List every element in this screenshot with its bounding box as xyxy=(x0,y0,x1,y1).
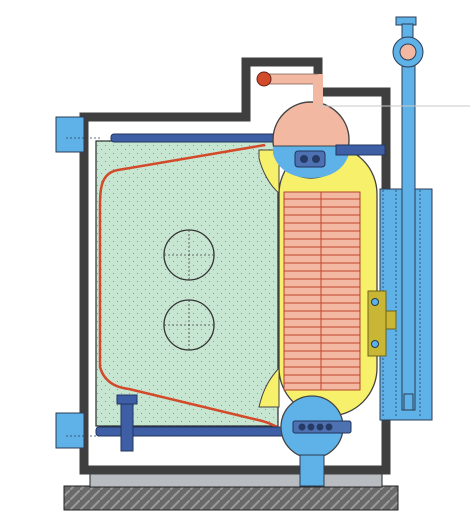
mud-drum-hole-3 xyxy=(316,423,324,431)
vessel-left-bottom-lobe xyxy=(258,366,280,408)
mud-drum-hole-1 xyxy=(298,423,306,431)
left-lower-header xyxy=(55,412,85,449)
left-valve-body xyxy=(120,401,134,452)
steam-drum-internal-hole-1 xyxy=(300,155,308,163)
bracket-bolt-top xyxy=(371,298,379,306)
right-bracket-arm xyxy=(385,310,397,330)
convection-tube-bank xyxy=(283,191,361,391)
steam-drum-internal-device xyxy=(294,150,326,168)
steam-drum-outlet-pipe xyxy=(335,144,386,156)
mud-drum-hole-4 xyxy=(325,423,333,431)
furnace-chamber xyxy=(95,140,279,427)
mud-drum-support xyxy=(299,454,325,487)
flue-gas-path xyxy=(98,143,291,437)
left-valve-cap xyxy=(116,394,138,405)
top-steam-pipe xyxy=(110,133,282,143)
vessel-left-top-lobe xyxy=(258,149,280,195)
mud-drum-hole-2 xyxy=(307,423,315,431)
left-upper-header xyxy=(55,116,85,153)
ground-slab xyxy=(63,485,399,511)
gauge-tube xyxy=(401,59,416,411)
gauge-glass-inner xyxy=(399,43,417,61)
drum-vent-line xyxy=(262,74,323,105)
safety-valve xyxy=(256,71,272,87)
steam-drum-internal-hole-2 xyxy=(312,155,320,163)
bracket-bolt-bottom xyxy=(371,340,379,348)
gauge-tube-lower-handle xyxy=(403,393,414,411)
